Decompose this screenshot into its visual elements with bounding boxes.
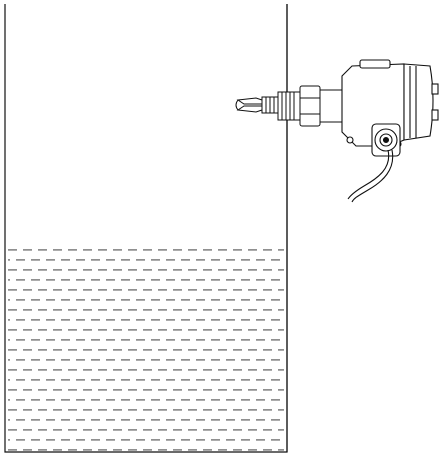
neck-tube [319, 89, 343, 123]
signal-cable [347, 149, 394, 203]
cable-gland [371, 123, 401, 157]
tuning-fork-sensor [235, 85, 343, 127]
fork-tine-lower [236, 105, 263, 113]
fork-tine-upper [236, 97, 263, 105]
hex-nut [299, 85, 321, 127]
fork-tip [235, 99, 239, 111]
tank [4, 4, 288, 453]
liquid-fill [8, 249, 284, 451]
tank-wall [4, 4, 288, 453]
housing-cover [403, 63, 434, 141]
threaded-process-connection [277, 85, 343, 127]
housing-top-tab [359, 59, 391, 69]
